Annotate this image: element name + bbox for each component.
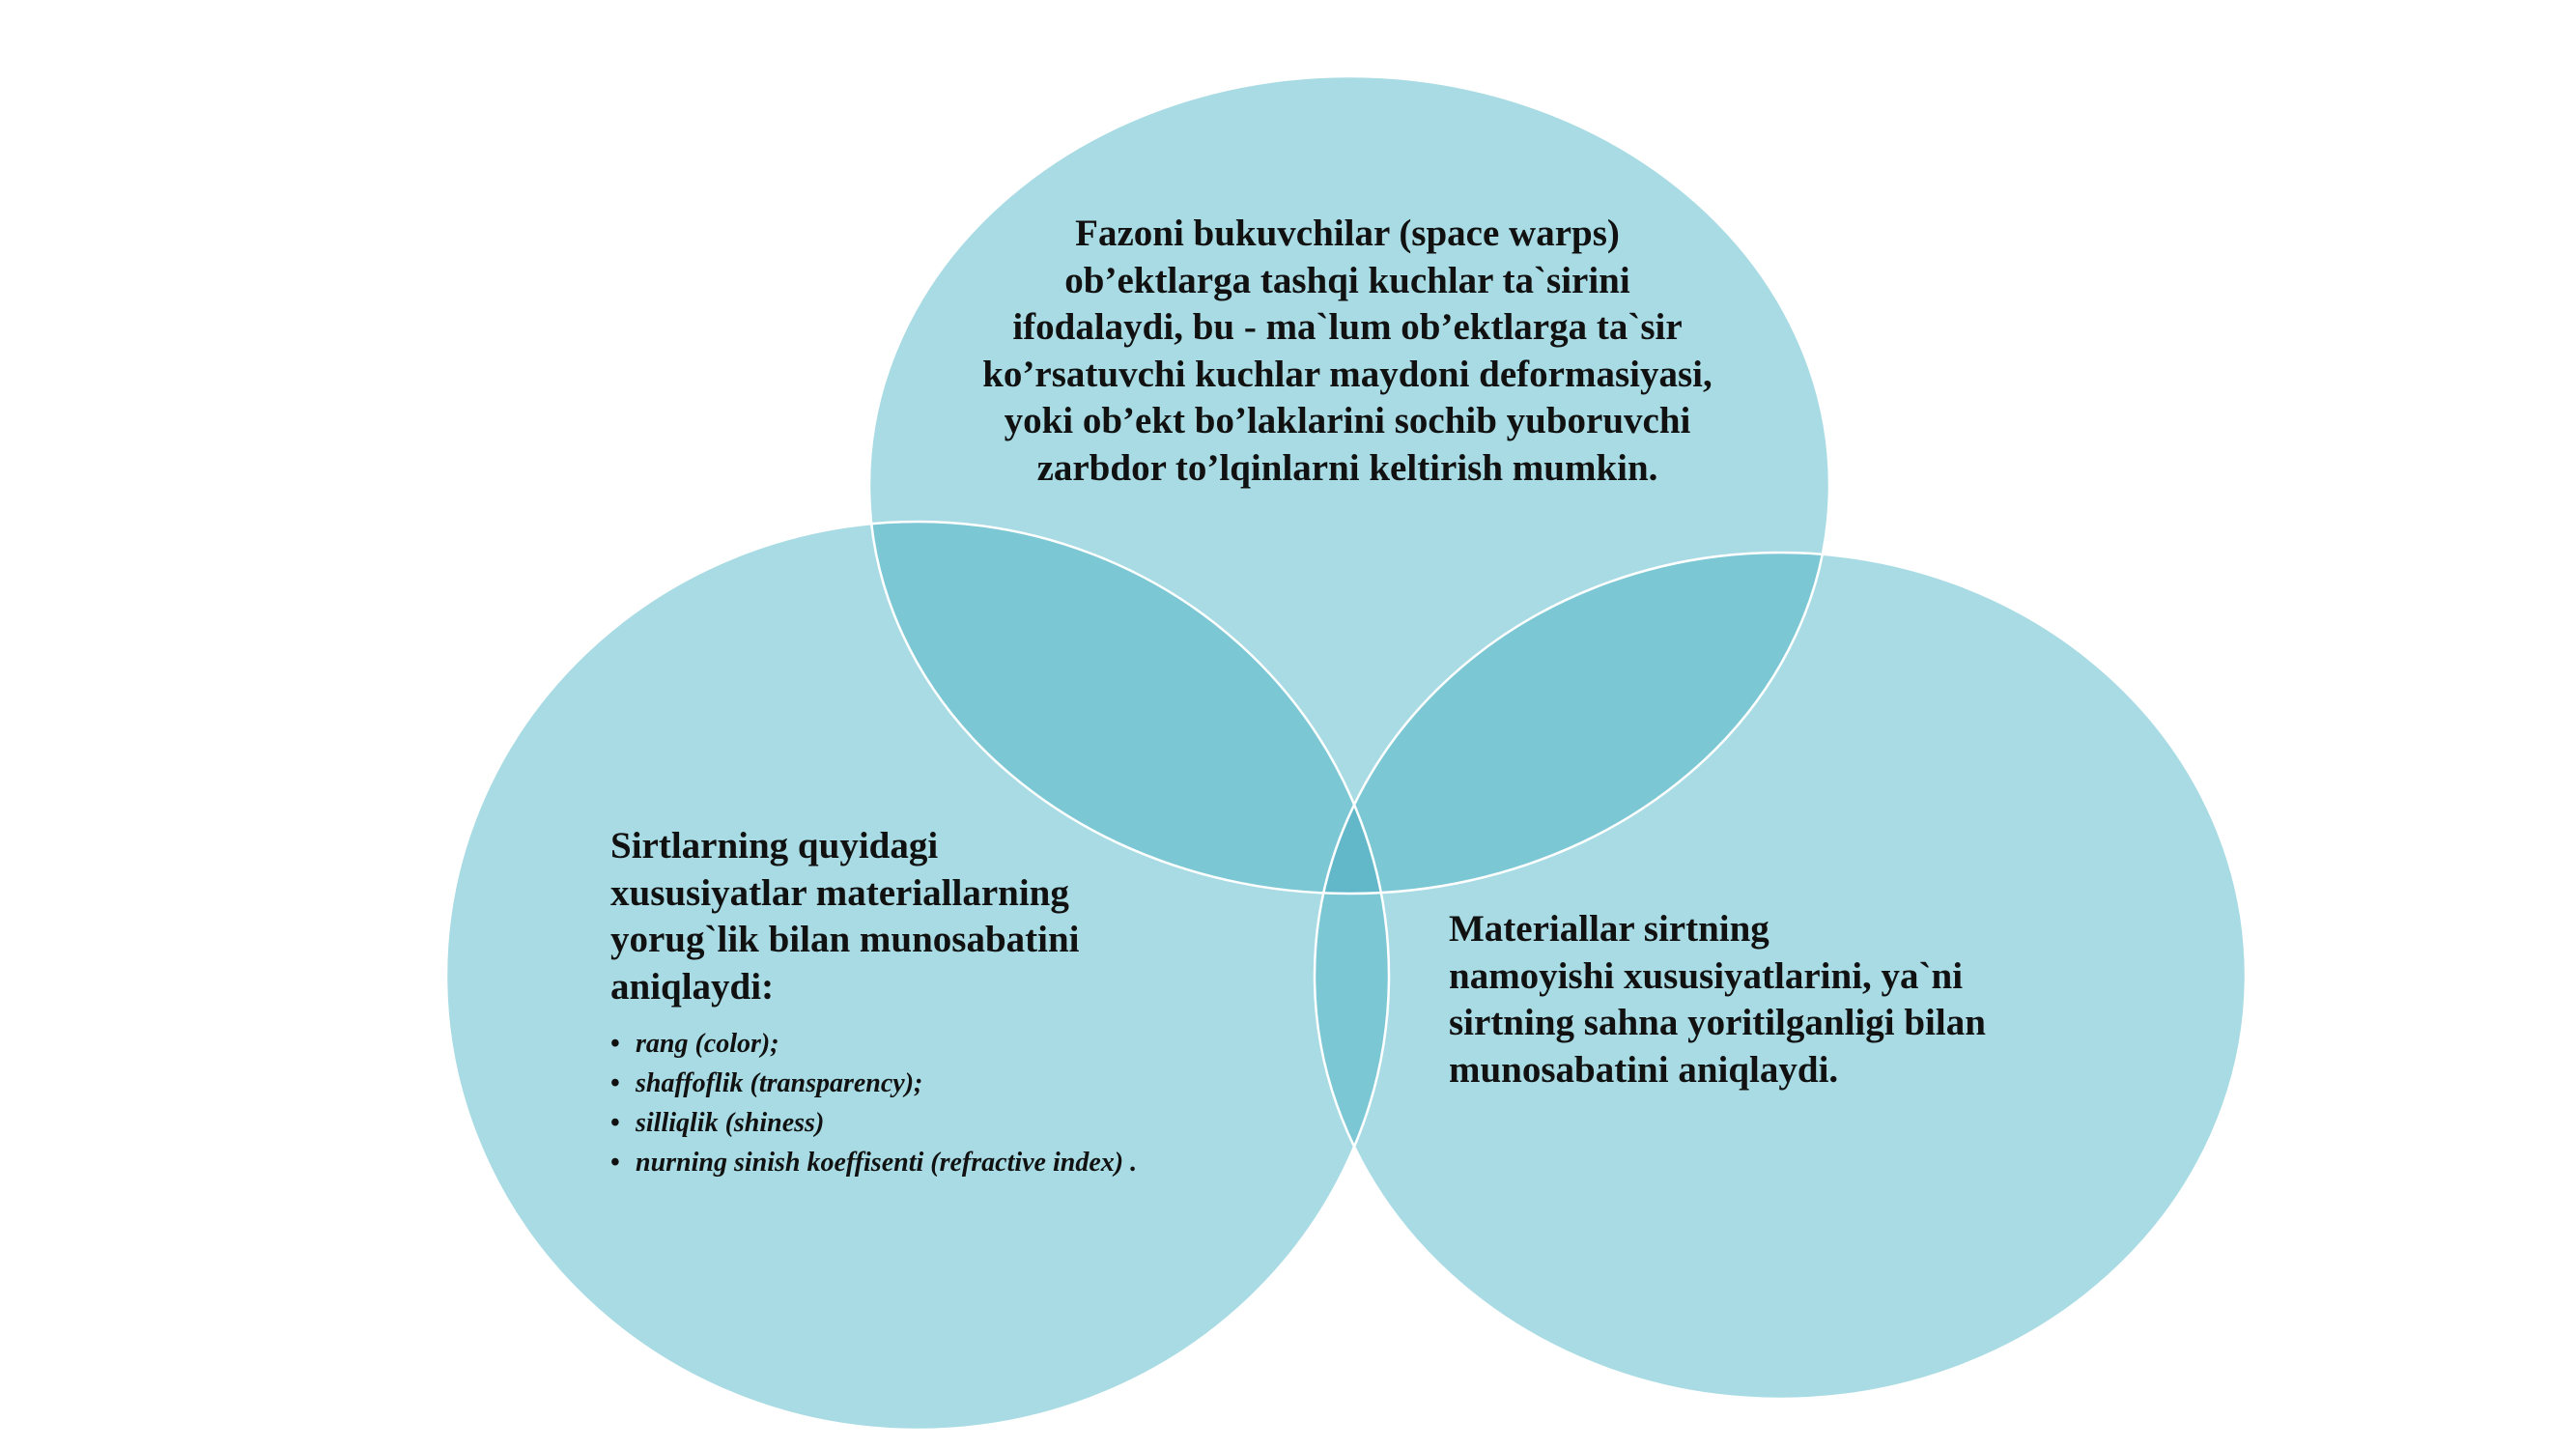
left-circle-outline (444, 520, 1391, 1432)
bullet-icon: • (610, 1148, 620, 1178)
left-circle-content: Sirtlarning quyidagi xususiyatlar materi… (610, 823, 1306, 1182)
list-item: • silliqlik (shiness) (610, 1103, 1306, 1143)
list-item: • shaffoflik (transparency); (610, 1064, 1306, 1103)
list-item-text: rang (color); (636, 1029, 779, 1059)
list-item: • rang (color); (610, 1024, 1306, 1064)
bullet-icon: • (610, 1068, 620, 1098)
property-list: • rang (color); • shaffoflik (transparency… (610, 1024, 1306, 1182)
top-circle-outline (867, 74, 1831, 895)
right-circle-text: Materiallar sirtning namoyishi xususiyat… (1449, 908, 1986, 1091)
list-item-text: nurning sinish koeffisenti (refractive i… (636, 1148, 1138, 1178)
list-item-text: shaffoflik (transparency); (636, 1068, 923, 1098)
right-circle-outline (1313, 551, 2248, 1401)
bullet-icon: • (610, 1029, 620, 1059)
overlap-top-left (869, 522, 1389, 894)
bullet-icon: • (610, 1108, 620, 1138)
left-circle-heading: Sirtlarning quyidagi xususiyatlar materi… (610, 825, 1080, 1008)
top-circle-text: Fazoni bukuvchilar (space warps) ob’ektl… (982, 213, 1713, 489)
list-item-text: silliqlik (shiness) (636, 1108, 825, 1138)
list-item: • nurning sinish koeffisenti (refractive … (610, 1143, 1306, 1182)
overlap-top-right (1315, 553, 1829, 894)
